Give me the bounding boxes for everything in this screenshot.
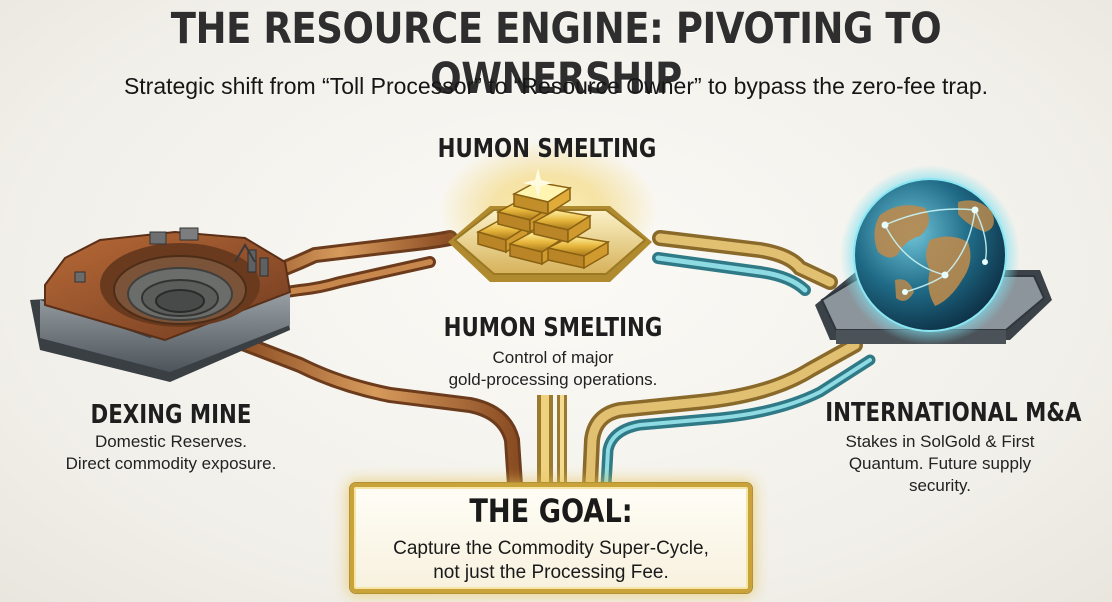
goal-description: Capture the Commodity Super-Cycle, not j…	[350, 537, 752, 585]
goal-line1: Capture the Commodity Super-Cycle,	[393, 538, 709, 559]
international-desc-line1: Stakes in SolGold & First	[845, 432, 1035, 451]
smelting-desc-line2: gold-processing operations.	[448, 370, 658, 389]
page-title: THE RESOURCE ENGINE: PIVOTING TO OWNERSH…	[170, 4, 942, 104]
page-subtitle: Strategic shift from “Toll Processor” to…	[123, 73, 989, 99]
smelting-top-heading: HUMON SMELTING	[437, 134, 657, 164]
globe-icon	[815, 165, 1052, 345]
pipe-mine-to-smelting	[222, 230, 458, 306]
smelting-desc-line1: Control of major	[492, 348, 614, 367]
goal-line2: not just the Processing Fee.	[433, 562, 669, 583]
gold-bars-icon	[438, 140, 658, 282]
mine-desc-line2: Direct commodity exposure.	[65, 454, 277, 473]
mine-heading: DEXING MINE	[90, 400, 252, 430]
goal-box	[350, 483, 752, 593]
international-desc-line2: Quantum. Future supply	[848, 454, 1032, 473]
pipe-mine-to-goal	[227, 332, 523, 493]
open-pit-mine-icon	[30, 227, 292, 382]
international-heading: INTERNATIONAL M&A	[825, 398, 1082, 428]
pipe-smelting-to-globe	[652, 230, 838, 296]
goal-heading: THE GOAL:	[469, 492, 633, 530]
mine-desc-line1: Domestic Reserves.	[94, 432, 248, 451]
pipe-globe-to-goal	[582, 337, 876, 493]
smelting-heading: HUMON SMELTING	[443, 313, 663, 343]
pipe-smelting-to-goal	[537, 395, 567, 485]
international-desc-line3: security.	[908, 476, 972, 495]
